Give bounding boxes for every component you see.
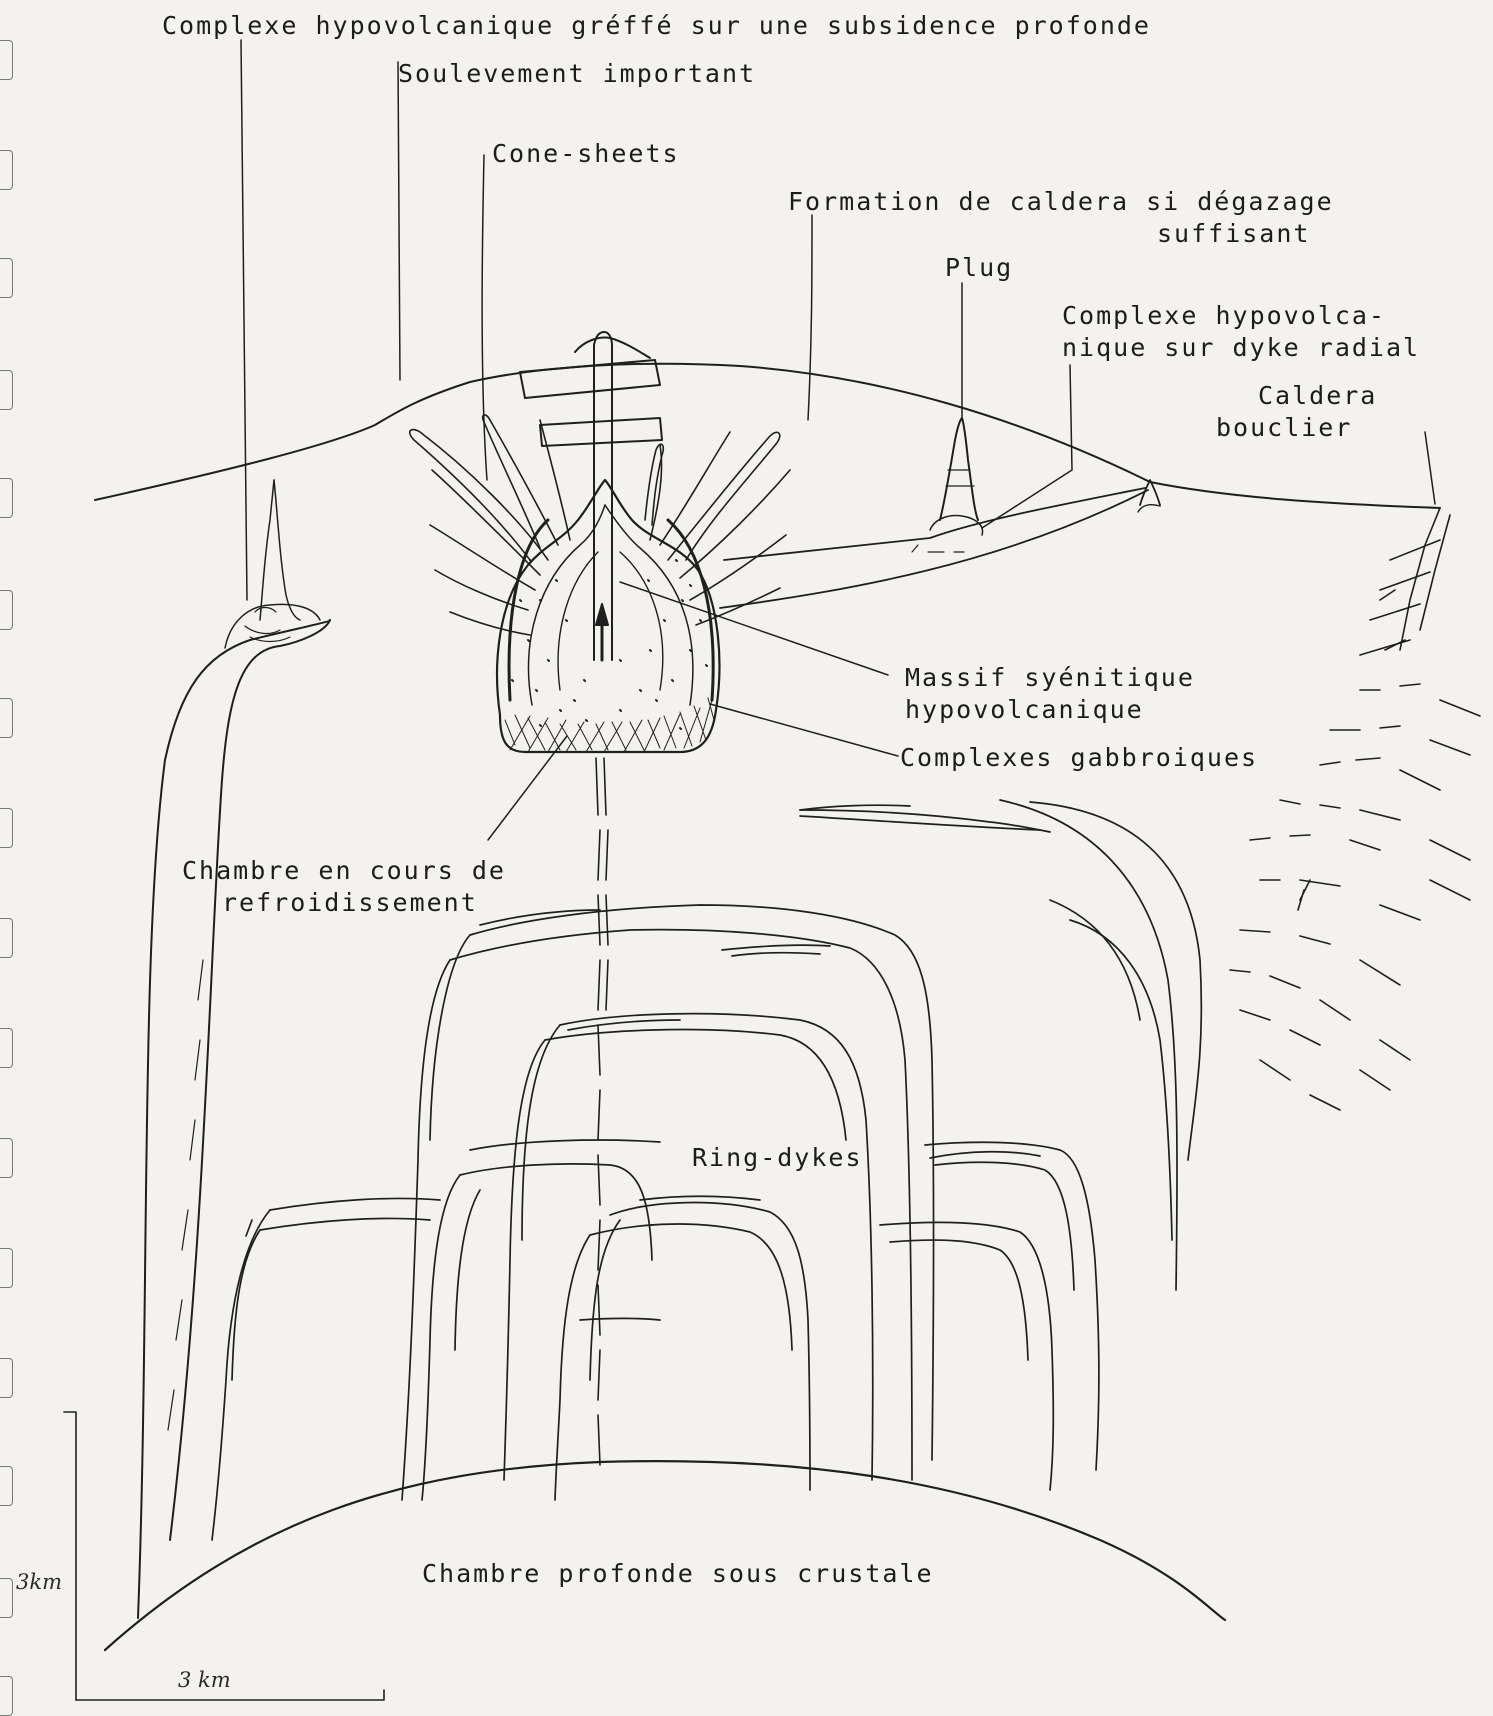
syenitic-massif — [497, 480, 719, 752]
shield-caldera-label-line1: Caldera — [1258, 380, 1377, 412]
radial-dyke — [720, 418, 1160, 608]
scale-bars — [64, 1412, 384, 1700]
leader-radial — [982, 365, 1072, 528]
deep-chamber-label: Chambre profonde sous crustale — [422, 1558, 934, 1590]
syenitic-massif-label-line2: hypovolcanique — [905, 694, 1144, 726]
syenitic-massif-label-line1: Massif syénitique — [905, 662, 1195, 694]
cooling-chamber-label-line1: Chambre en cours de — [182, 855, 506, 887]
cone-sheets — [410, 415, 790, 635]
radial-dyke-label-line1: Complexe hypovolca- — [1062, 300, 1386, 332]
vertical-scale-label: 3km — [16, 1570, 62, 1594]
vertical-scale-bar — [64, 1412, 76, 1700]
leader-soulevement — [398, 62, 400, 380]
leader-bouclier — [1425, 432, 1435, 504]
plug — [940, 418, 978, 520]
caldera-formation-label-line2: suffisant — [1157, 218, 1310, 250]
deep-chamber — [105, 1461, 1225, 1650]
stipple — [512, 560, 707, 729]
leader-gabbro — [710, 704, 898, 756]
leader-cone-sheets — [482, 155, 487, 480]
title-label: Complexe hypovolcanique gréffé sur une s… — [162, 10, 1151, 42]
leader-caldera-formation — [808, 215, 812, 420]
cone-sheets-label: Cone-sheets — [492, 138, 680, 170]
caldera-formation-label-line1: Formation de caldera si dégazage — [788, 186, 1334, 218]
shield-caldera-label-line2: bouclier — [1216, 412, 1352, 444]
soulevement-label: Soulevement important — [398, 58, 756, 90]
left-subsidence-column — [138, 480, 330, 1618]
plug-label: Plug — [945, 252, 1013, 284]
radial-dyke-label-line2: nique sur dyke radial — [1062, 332, 1420, 364]
cooling-chamber-label-line2: refroidissement — [222, 887, 478, 919]
shield-caldera — [1230, 508, 1480, 1110]
gabbro-complex-label: Complexes gabbroiques — [900, 742, 1258, 774]
leader-title — [241, 40, 247, 600]
ring-dykes-label: Ring-dykes — [692, 1142, 863, 1174]
horizontal-scale-label: 3 km — [178, 1668, 231, 1692]
